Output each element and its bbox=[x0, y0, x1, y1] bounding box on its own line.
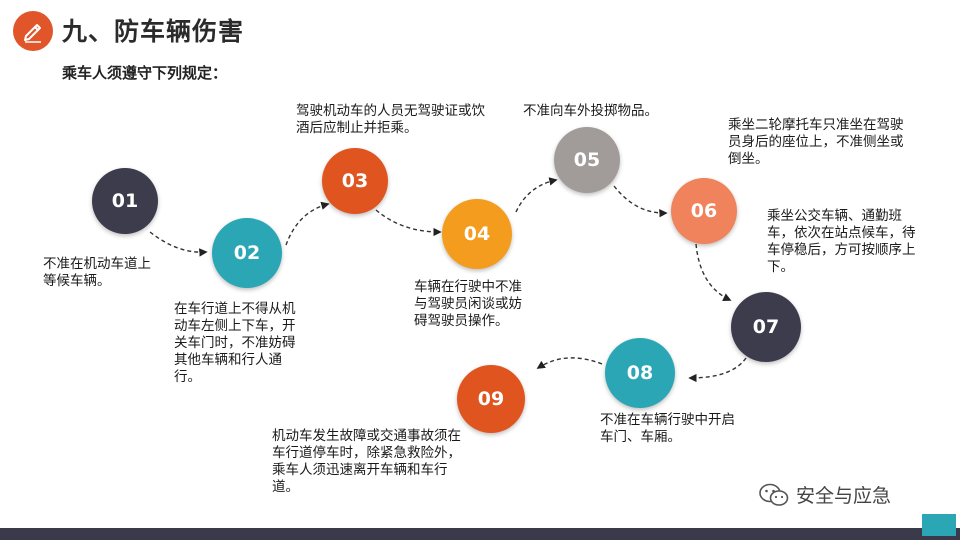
arrow-06-07 bbox=[695, 243, 732, 301]
page-title: 九、防车辆伤害 bbox=[62, 17, 245, 46]
step-circle-02: 02 bbox=[212, 218, 282, 288]
step-circle-03: 03 bbox=[322, 148, 388, 214]
step-text-04: 车辆在行驶中不准与驾驶员闲谈或妨碍驾驶员操作。 bbox=[414, 279, 522, 329]
arrow-03-04 bbox=[375, 209, 442, 237]
arrow-04-05 bbox=[515, 177, 558, 213]
step-number: 01 bbox=[111, 190, 139, 212]
arrow-08-09 bbox=[536, 357, 603, 369]
arrow-01-02 bbox=[149, 231, 208, 257]
step-circle-05: 05 bbox=[554, 127, 620, 193]
step-text-09: 机动车发生故障或交通事故须在车行道停车时，除紧急救险外，乘车人须迅速离开车辆和车… bbox=[272, 428, 461, 495]
step-number: 03 bbox=[341, 170, 369, 192]
arrow-05-06 bbox=[613, 185, 668, 218]
wechat-icon bbox=[759, 483, 789, 506]
step-number: 04 bbox=[463, 223, 491, 245]
step-text-07: 乘坐公交车辆、通勤班车，依次在站点候车，待车停稳后，方可按顺序上下。 bbox=[767, 208, 916, 275]
watermark-text: 安全与应急 bbox=[796, 485, 892, 507]
step-text-05: 不准向车外投掷物品。 bbox=[523, 103, 658, 119]
page-subtitle: 乘车人须遵守下列规定： bbox=[62, 64, 228, 82]
step-number: 02 bbox=[233, 242, 261, 264]
step-text-03: 驾驶机动车的人员无驾驶证或饮酒后应制止并拒乘。 bbox=[296, 103, 485, 136]
step-number: 08 bbox=[626, 362, 654, 384]
step-text-02: 在车行道上不得从机动车左侧上下车，开关车门时，不准妨碍其他车辆和行人通行。 bbox=[174, 301, 296, 385]
step-circle-09: 09 bbox=[457, 365, 525, 433]
arrow-02-03 bbox=[285, 201, 330, 246]
step-number: 07 bbox=[752, 316, 780, 338]
watermark: 安全与应急 bbox=[758, 481, 891, 508]
step-text-06: 乘坐二轮摩托车只准坐在驾驶员身后的座位上，不准侧坐或倒坐。 bbox=[728, 117, 904, 167]
step-circle-08: 08 bbox=[605, 338, 675, 408]
step-number: 06 bbox=[690, 200, 718, 222]
step-text-08: 不准在车辆行驶中开启车门、车厢。 bbox=[600, 412, 735, 445]
step-circle-06: 06 bbox=[671, 178, 737, 244]
pencil-icon bbox=[13, 11, 53, 51]
bottom-bar bbox=[0, 528, 960, 540]
step-circle-01: 01 bbox=[92, 168, 158, 234]
corner-block bbox=[922, 514, 956, 536]
step-number: 09 bbox=[477, 388, 505, 410]
step-text-01: 不准在机动车道上等候车辆。 bbox=[43, 256, 151, 289]
step-circle-07: 07 bbox=[731, 292, 801, 362]
step-circle-04: 04 bbox=[442, 199, 512, 269]
arrow-07-08 bbox=[688, 357, 747, 383]
step-number: 05 bbox=[573, 149, 601, 171]
